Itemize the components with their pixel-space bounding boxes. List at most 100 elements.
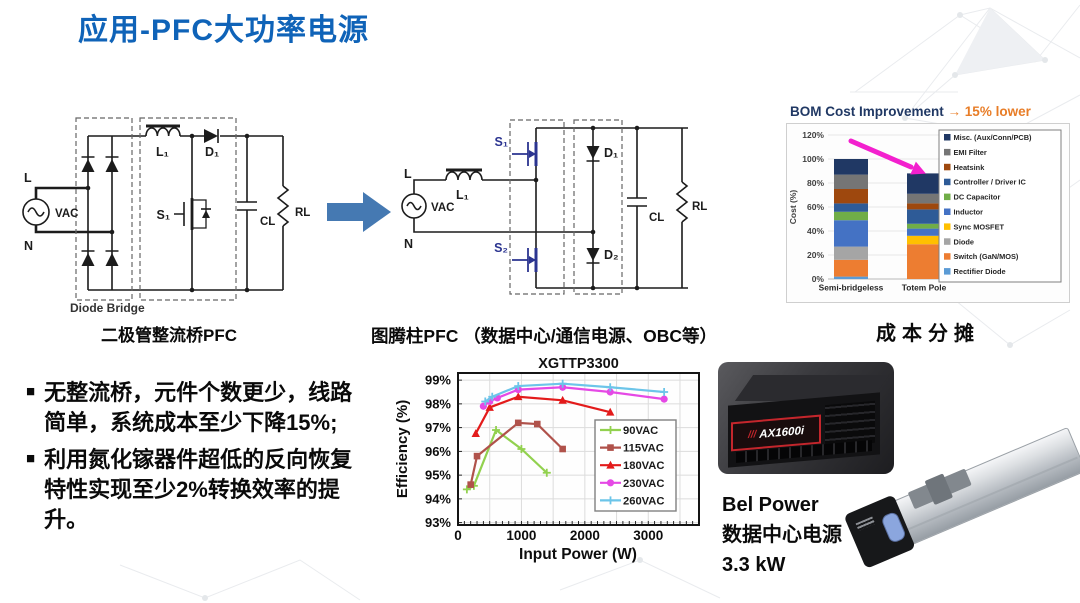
- label-line: L: [24, 171, 32, 185]
- label-diode-bridge: Diode Bridge: [70, 301, 145, 315]
- mosfet-gate: [174, 202, 185, 226]
- label-cl: CL: [649, 212, 664, 224]
- svg-text:180VAC: 180VAC: [623, 460, 664, 472]
- bullet-square-icon: ■: [26, 383, 36, 400]
- diode-icon: [204, 129, 218, 143]
- capacitor-icon: [237, 136, 257, 290]
- list-item: ■ 无整流桥，元件个数更少，线路简单，系统成本至少下降15%;: [26, 378, 366, 439]
- arrow-right-icon: [327, 192, 391, 232]
- decrease-arrow: [848, 138, 914, 170]
- switch-leg-box: [509, 119, 565, 295]
- bullet-text: 利用氮化镓器件超低的反向恢复特性实现至少2%转换效率的提升。: [44, 446, 353, 533]
- resistor-icon: [675, 181, 689, 223]
- label-rl: RL: [692, 201, 707, 213]
- label-vac: VAC: [55, 208, 78, 220]
- mosfet-arrow: [529, 150, 536, 158]
- svg-text:20%: 20%: [807, 250, 824, 260]
- mosfet-gate: [512, 142, 529, 166]
- bom-stacked-bar-chart: 0%20%40%60%80%100%120%Cost (%)Semi-bridg…: [786, 123, 1070, 303]
- label-d2: D₂: [604, 248, 619, 262]
- diode-icon: [586, 248, 600, 261]
- svg-text:EMI Filter: EMI Filter: [954, 148, 987, 157]
- svg-text:Totem Pole: Totem Pole: [902, 283, 947, 293]
- bullet-square-icon: ■: [26, 449, 36, 467]
- svg-text:95%: 95%: [425, 468, 451, 483]
- label-neutral: N: [404, 237, 413, 251]
- badge-stripes-icon: ///: [747, 429, 757, 441]
- svg-text:90VAC: 90VAC: [623, 425, 658, 437]
- svg-text:Semi-bridgeless: Semi-bridgeless: [819, 283, 884, 293]
- diode-icon: [105, 159, 119, 172]
- svg-text:Sync MOSFET: Sync MOSFET: [954, 222, 1005, 231]
- totem-pole-pfc-schematic: L N VAC L₁ S₁ S₂ D₁ D₂ CL RL: [401, 119, 707, 295]
- svg-text:1000: 1000: [506, 528, 536, 543]
- label-line: L: [404, 167, 412, 181]
- svg-text:Inductor: Inductor: [954, 208, 984, 217]
- label-cl: CL: [260, 216, 275, 228]
- svg-text:Diode: Diode: [954, 237, 975, 246]
- svg-text:40%: 40%: [807, 226, 824, 236]
- label-d1: D₁: [205, 145, 219, 159]
- bom-cost-chart: BOM Cost Improvement → 15% lower 0% 20% 40…: [786, 104, 1070, 303]
- svg-text:DC Capacitor: DC Capacitor: [954, 193, 1001, 202]
- label-d1: D₁: [604, 146, 618, 160]
- diode-icon: [81, 159, 95, 172]
- label-s1: S₁: [494, 135, 508, 149]
- psu-label: [855, 516, 876, 531]
- svg-text:XGTTP3300: XGTTP3300: [538, 356, 619, 372]
- gan-switches: [512, 142, 538, 272]
- diode-icon: [586, 146, 600, 159]
- key-points-list: ■ 无整流桥，元件个数更少，线路简单，系统成本至少下降15%; ■ 利用氮化镓器…: [26, 378, 366, 542]
- caption-line: Bel Power: [722, 494, 819, 516]
- svg-text:94%: 94%: [425, 491, 451, 506]
- svg-text:260VAC: 260VAC: [623, 495, 664, 507]
- caption-diode-bridge-pfc: 二极管整流桥PFC: [101, 326, 237, 345]
- label-vac: VAC: [431, 202, 454, 214]
- circuit-symbols: [81, 129, 250, 293]
- svg-text:Misc. (Aux/Conn/PCB): Misc. (Aux/Conn/PCB): [954, 133, 1033, 142]
- diode-icon: [81, 253, 95, 266]
- svg-text:Heatsink: Heatsink: [954, 163, 986, 172]
- svg-text:Cost (%): Cost (%): [788, 190, 798, 225]
- ax1600i-psu-photo: /// AX1600i: [718, 362, 894, 474]
- psu-handle: [907, 468, 972, 510]
- caption-cost-breakdown: 成本分摊: [876, 323, 980, 345]
- circuit-wires: [401, 119, 689, 295]
- label-l1: L₁: [456, 188, 469, 202]
- bullet-text: 无整流桥，元件个数更少，线路简单，系统成本至少下降15%;: [44, 380, 353, 436]
- page-title: 应用-PFC大功率电源: [78, 14, 369, 47]
- svg-text:98%: 98%: [425, 396, 451, 411]
- label-l1: L₁: [156, 145, 169, 159]
- psu-blue-latch: [880, 510, 908, 545]
- svg-text:Efficiency (%): Efficiency (%): [394, 400, 411, 498]
- svg-text:3000: 3000: [633, 528, 663, 543]
- bom-chart-title: BOM Cost Improvement → 15% lower: [786, 104, 1070, 119]
- diode-bridge-pfc-schematic: L N VAC L₁ D₁ S₁ CL RL Diode Bridge: [22, 117, 310, 315]
- bom-title-highlight: → 15% lower: [947, 104, 1031, 119]
- label-s1: S₁: [156, 208, 170, 222]
- svg-text:93%: 93%: [425, 515, 451, 530]
- label-s2: S₂: [494, 241, 508, 255]
- svg-text:Input Power (W): Input Power (W): [519, 546, 637, 563]
- svg-text:96%: 96%: [425, 444, 451, 459]
- label-neutral: N: [24, 239, 33, 253]
- svg-text:Controller / Driver IC: Controller / Driver IC: [954, 178, 1027, 187]
- svg-text:100%: 100%: [802, 154, 824, 164]
- svg-text:97%: 97%: [425, 420, 451, 435]
- psu-body: [843, 426, 1080, 569]
- label-rl: RL: [295, 207, 310, 219]
- svg-text:0%: 0%: [812, 274, 825, 284]
- capacitor-icon: [627, 128, 647, 288]
- mosfet-arrow: [529, 256, 536, 264]
- svg-text:115VAC: 115VAC: [623, 443, 664, 455]
- svg-text:0: 0: [454, 528, 462, 543]
- datacenter-psu-photo: [838, 418, 1080, 603]
- diode-leg-box: [573, 119, 623, 295]
- bel-power-caption: Bel Power 数据中心电源 3.3 kW: [722, 490, 842, 580]
- circuit-labels: L N VAC L₁ D₁ S₁ CL RL Diode Bridge: [24, 145, 310, 315]
- list-item: ■ 利用氮化镓器件超低的反向恢复特性实现至少2%转换效率的提升。: [26, 445, 366, 536]
- svg-text:Switch (GaN/MOS): Switch (GaN/MOS): [954, 252, 1019, 261]
- psu-front-cap: [843, 494, 916, 569]
